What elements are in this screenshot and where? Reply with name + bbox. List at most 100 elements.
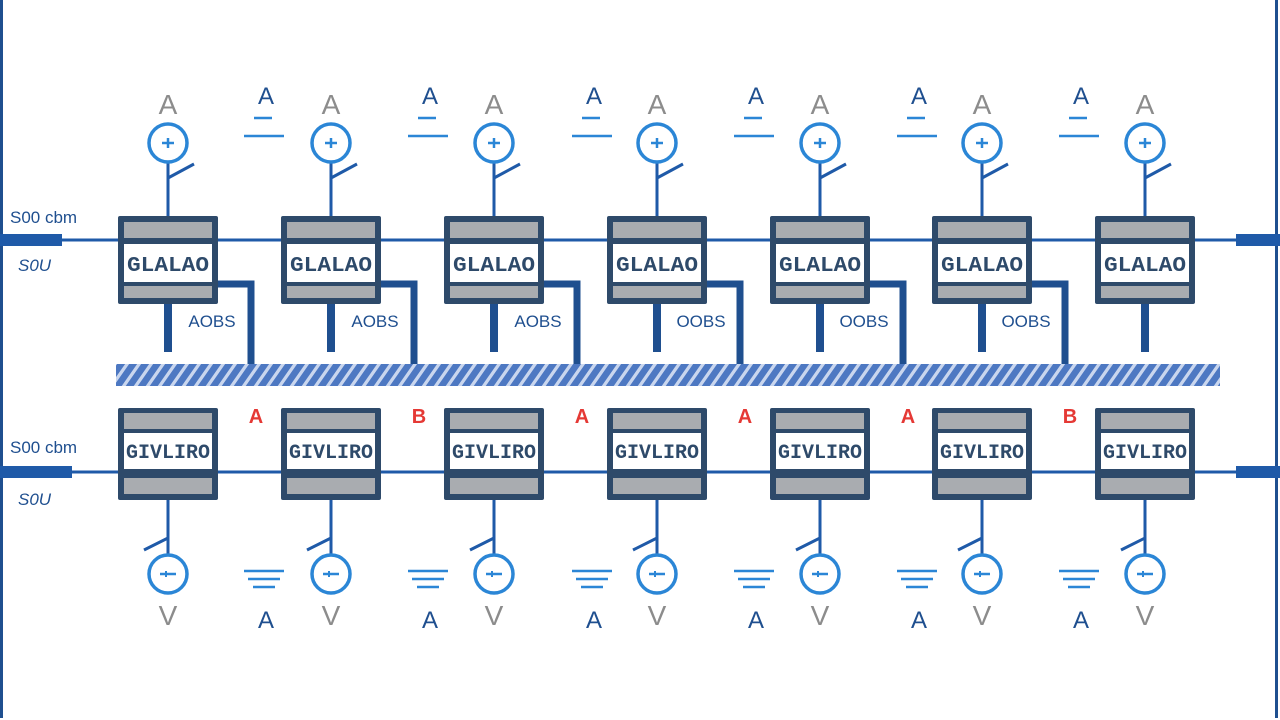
- ground-icon: [408, 569, 448, 589]
- bottom-module: GIVLIRO: [932, 408, 1032, 500]
- ground-letter: A: [586, 83, 602, 110]
- ground-icon: [734, 569, 774, 589]
- module-top-strip: [124, 413, 212, 429]
- switch-blade: [1144, 162, 1172, 180]
- module-bottom-strip: [287, 286, 375, 298]
- module-drop: [816, 304, 824, 352]
- switch-blade: [632, 536, 658, 552]
- switch-blade: [795, 536, 821, 552]
- meter-letter: A: [648, 89, 667, 120]
- switch-blade: [656, 162, 684, 180]
- module-bottom-strip: [1101, 286, 1189, 298]
- bottom-module: GIVLIRO: [444, 408, 544, 500]
- ammeter-icon: [473, 122, 515, 164]
- module-display-text: GIVLIRO: [452, 442, 536, 465]
- module-bottom-strip: [776, 286, 864, 298]
- module-top-strip: [938, 222, 1026, 238]
- module-drop: [1141, 304, 1149, 352]
- module-display: [287, 433, 375, 469]
- meter-letter: V: [1136, 600, 1155, 631]
- switch-blade: [819, 162, 847, 180]
- module-marker-label: A: [901, 406, 915, 428]
- meter-letter: V: [159, 600, 178, 631]
- module-drop: [164, 304, 172, 352]
- module-top-strip: [1101, 222, 1189, 238]
- module-output-label: AOBS: [351, 312, 398, 331]
- module-bottom-strip: [124, 286, 212, 298]
- voltmeter-icon: [1124, 553, 1166, 595]
- module-bottom-strip: [776, 478, 864, 494]
- ground-letter: A: [748, 83, 764, 110]
- module-marker-label: B: [1063, 406, 1077, 428]
- meters: [147, 116, 1166, 595]
- ground-letter: A: [422, 83, 438, 110]
- top-module: GLALAO: [1095, 216, 1195, 304]
- switch-blade: [167, 162, 195, 180]
- meter-letter: A: [485, 89, 504, 120]
- meter-letter: V: [322, 600, 341, 631]
- ground-letter: A: [748, 607, 764, 634]
- bottom-module: GIVLIRO: [770, 408, 870, 500]
- module-display-text: GLALAO: [1104, 255, 1186, 278]
- switch-blade: [1120, 536, 1146, 552]
- module-top-strip: [450, 413, 538, 429]
- switch-blade: [469, 536, 495, 552]
- ammeter-icon: [1124, 122, 1166, 164]
- module-display: [124, 433, 212, 469]
- module-top-strip: [776, 222, 864, 238]
- bus-bar: [116, 364, 1220, 386]
- bottom-rail-end-right: [1236, 466, 1280, 478]
- module-display-text: GIVLIRO: [615, 442, 699, 465]
- top-module: GLALAO: [281, 216, 381, 304]
- ground-letter: A: [1073, 83, 1089, 110]
- module-bottom-strip: [124, 478, 212, 494]
- voltmeter-icon: [310, 553, 352, 595]
- module-top-strip: [124, 222, 212, 238]
- voltmeter-icon: [473, 553, 515, 595]
- bottom-resistance-label: S00 cbm: [10, 438, 78, 457]
- ammeter-icon: [636, 122, 678, 164]
- module-drop: [490, 304, 498, 352]
- switch-blade: [143, 536, 169, 552]
- module-display: [613, 433, 701, 469]
- module-bottom-strip: [1101, 478, 1189, 494]
- module-display-text: GIVLIRO: [126, 442, 210, 465]
- bus-connector: [544, 280, 581, 364]
- module-display-text: GLALAO: [453, 255, 535, 278]
- voltmeter-icon: [636, 553, 678, 595]
- module-display: [287, 244, 375, 282]
- module-drop: [653, 304, 661, 352]
- module-drop: [978, 304, 986, 352]
- bus-connector: [870, 280, 907, 364]
- switch-blade: [981, 162, 1009, 180]
- bottom-voltage-label: S0U: [18, 490, 52, 509]
- bottom-module: GIVLIRO: [1095, 408, 1195, 500]
- ammeter-icon: [799, 122, 841, 164]
- ammeter-icon: [147, 122, 189, 164]
- module-display: [776, 244, 864, 282]
- module-display: [938, 244, 1026, 282]
- module-top-strip: [1101, 413, 1189, 429]
- module-top-strip: [287, 222, 375, 238]
- bus-connector: [381, 280, 418, 364]
- module-display: [613, 244, 701, 282]
- meter-letter: A: [159, 89, 178, 120]
- meter-letter: A: [973, 89, 992, 120]
- module-top-strip: [450, 222, 538, 238]
- top-resistance-label: S00 cbm: [10, 208, 78, 227]
- top-rail-end-left: [0, 234, 62, 246]
- top-module: GLALAO: [770, 216, 870, 304]
- hatched-bus-bar: [116, 364, 1220, 386]
- switch-blade: [330, 162, 358, 180]
- ground-letter: A: [1073, 607, 1089, 634]
- module-bottom-strip: [938, 286, 1026, 298]
- module-display-text: GLALAO: [941, 255, 1023, 278]
- bus-connector: [218, 280, 255, 364]
- module-display-text: GLALAO: [127, 255, 209, 278]
- module-top-strip: [776, 413, 864, 429]
- ground-icon: [897, 569, 937, 589]
- module-display: [1101, 244, 1189, 282]
- module-display-text: GLALAO: [290, 255, 372, 278]
- module-bottom-strip: [938, 478, 1026, 494]
